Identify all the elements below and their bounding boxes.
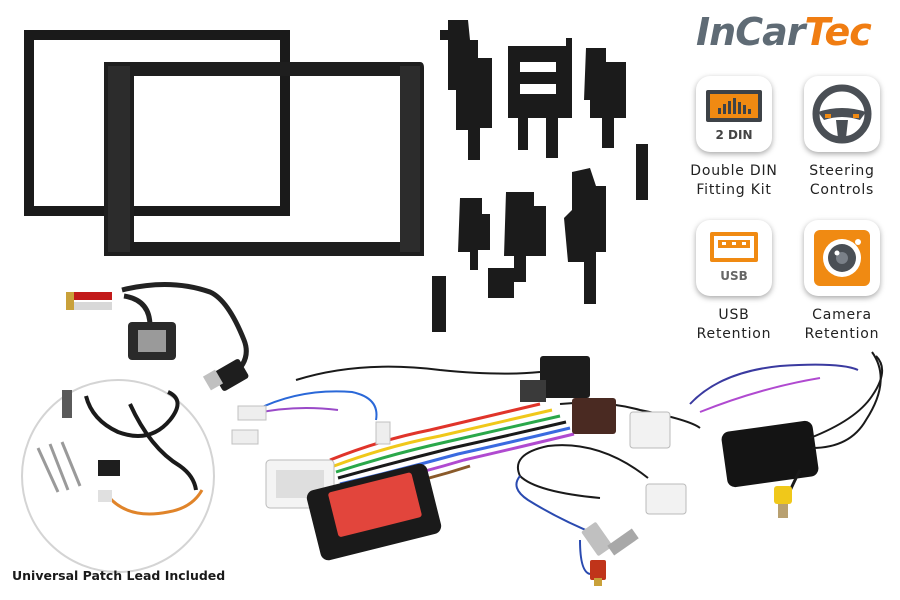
usb-icon: USB [696, 220, 772, 296]
mounting-brackets [432, 20, 648, 332]
fascia-back [24, 30, 290, 216]
double-din-icon: 2 DIN [696, 76, 772, 152]
brand-logo-part2: Tec [804, 10, 871, 54]
camera-interface-box [689, 351, 883, 518]
double-din-badge: 2 DIN [715, 128, 753, 142]
fascia-frames [24, 30, 424, 256]
steering-interface-box [306, 463, 442, 561]
usb-badge: USB [720, 269, 748, 283]
camera-icon [804, 220, 880, 296]
brand-logo: InCarTec [696, 10, 886, 56]
steering-wheel-icon [804, 76, 880, 152]
patch-lead-panel [21, 379, 215, 573]
antenna-adapter [515, 444, 649, 586]
iso-connectors [520, 356, 616, 434]
patch-lead-caption: Universal Patch Lead Included [12, 568, 226, 583]
fascia-front [104, 62, 424, 256]
brand-logo-part1: InCar [696, 10, 805, 54]
usb-rca-lead [66, 282, 249, 391]
